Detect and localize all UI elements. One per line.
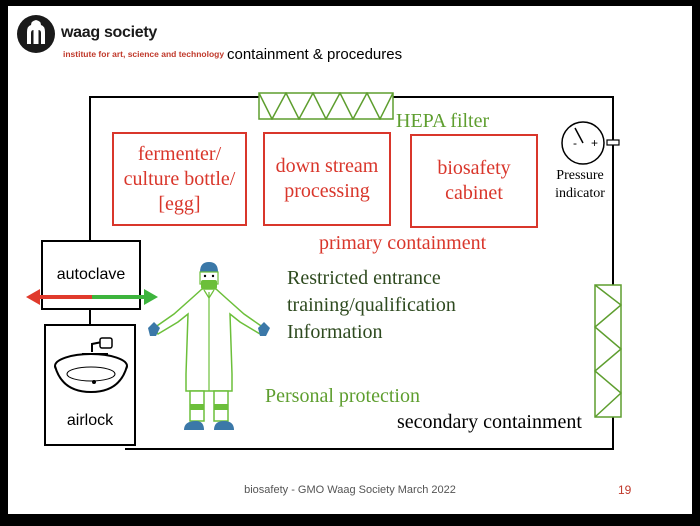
airlock-label: airlock [66,412,114,429]
footer-text: biosafety - GMO Waag Society March 2022 [244,484,456,496]
airlock-box: airlock [44,324,136,446]
pressure-gauge-icon: - + [561,121,620,165]
procedure-item-training: training/qualification [287,294,456,316]
biosafety-line-1: biosafety [437,157,511,179]
procedure-item-information: Information [287,321,383,343]
pressure-line-1: Pressure [556,168,604,183]
fermenter-line-2: culture bottle/ [123,167,236,190]
fermenter-box: fermenter/ culture bottle/ [egg] [112,132,247,226]
downstream-line-2: processing [284,180,370,202]
downstream-line-1: down stream [275,155,379,177]
biosafety-cabinet-box: biosafety cabinet [410,134,538,228]
side-hepa-filter-icon [594,284,622,418]
fermenter-line-1: fermenter/ [137,142,222,165]
autoclave-double-arrow-icon [26,289,158,305]
gauge-plus-sign: + [591,136,598,150]
logo-tagline: institute for art, science and technolog… [63,49,225,59]
slide: waag society institute for art, science … [8,6,692,514]
procedure-item-restricted: Restricted entrance [287,267,441,289]
sink-icon [54,337,128,394]
slide-title: containment & procedures [227,46,403,63]
biosafety-line-2: cabinet [445,182,503,204]
secondary-containment-label: secondary containment [397,411,582,433]
fermenter-line-3: [egg] [158,192,201,215]
primary-containment-label: primary containment [319,232,487,254]
hepa-filter-label: HEPA filter [396,110,490,132]
waag-logo-icon [17,15,55,53]
page-number: 19 [618,483,632,497]
pressure-indicator-label: Pressure indicator [547,167,613,203]
gauge-minus-sign: - [573,136,577,150]
autoclave-label: autoclave [56,266,126,283]
hepa-filter-icon [258,92,394,120]
personal-protection-label: Personal protection [265,385,420,407]
protective-suit-figure-icon [148,262,270,430]
logo-name: waag society [61,24,158,41]
pressure-line-2: indicator [555,186,605,201]
downstream-processing-box: down stream processing [263,132,391,226]
